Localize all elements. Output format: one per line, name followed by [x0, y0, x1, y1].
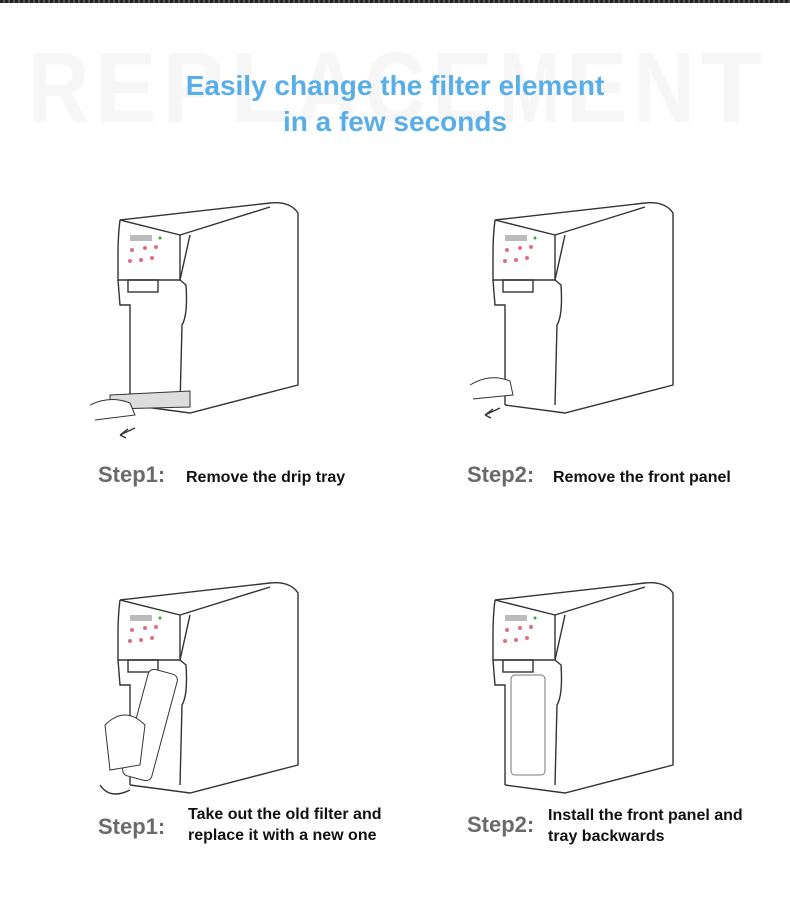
- step2-remove-front-panel-illustration: [465, 195, 695, 445]
- headline-line1: Easily change the filter element: [185, 70, 605, 101]
- watermark-replacement: [25, 32, 765, 128]
- step-description: Remove the front panel: [553, 469, 731, 486]
- headline-line2: in a few seconds: [282, 106, 508, 137]
- step-description-line2: tray backwards: [548, 828, 665, 845]
- top-border: [0, 0, 790, 3]
- step-label: Step2:: [467, 462, 535, 487]
- step1-replace-filter-illustration: [90, 575, 320, 825]
- step2-install-panel-illustration: [465, 575, 695, 825]
- step1-remove-drip-tray-illustration: [89, 195, 320, 445]
- step-description-line1: Take out the old filter and: [188, 806, 382, 823]
- step-description-line1: Install the front panel and: [548, 807, 743, 824]
- step-description: Remove the drip tray: [186, 469, 346, 486]
- step-label: Step2:: [467, 812, 535, 837]
- step-label: Step1:: [98, 462, 166, 487]
- step-label: Step1:: [98, 814, 166, 839]
- step-description-line2: replace it with a new one: [188, 827, 377, 844]
